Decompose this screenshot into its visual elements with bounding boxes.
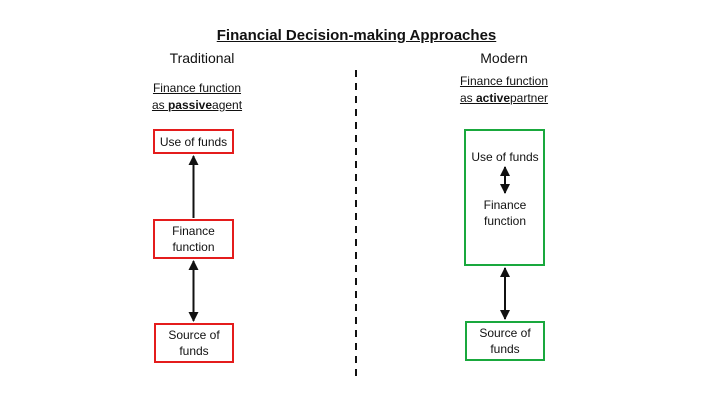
modern-subtitle-prefix: as <box>459 91 476 105</box>
modern-combined-box <box>464 129 545 266</box>
traditional-heading: Traditional <box>169 50 235 66</box>
modern-source-of-funds-box: Source of funds <box>465 321 545 361</box>
traditional-subtitle-prefix: as <box>151 98 168 112</box>
modern-finance-label-line2: function <box>483 214 527 228</box>
traditional-use-of-funds-box: Use of funds <box>153 129 234 154</box>
traditional-finance-label-line1: Finance <box>172 224 215 238</box>
modern-subtitle: Finance function as activepartner <box>424 73 584 107</box>
modern-subtitle-line1: Finance function <box>459 74 549 88</box>
traditional-finance-function-box: Finance function <box>153 219 234 259</box>
diagram-title: Financial Decision-making Approaches <box>216 27 497 44</box>
modern-heading: Modern <box>480 50 528 66</box>
modern-subtitle-bold: active <box>475 91 510 105</box>
traditional-source-label-line1: Source of <box>168 328 220 342</box>
traditional-source-of-funds-box: Source of funds <box>154 323 234 363</box>
modern-source-label-line1: Source of <box>479 326 531 340</box>
modern-use-of-funds-label: Use of funds <box>471 150 539 164</box>
traditional-subtitle-suffix: agent <box>212 98 243 112</box>
modern-subtitle-suffix: partner <box>510 91 549 105</box>
traditional-source-label-line2: funds <box>179 344 209 358</box>
modern-finance-label-line1: Finance <box>483 198 527 212</box>
traditional-use-of-funds-label: Use of funds <box>159 134 228 149</box>
traditional-subtitle-bold: passive <box>167 98 213 112</box>
modern-source-label-line2: funds <box>490 342 520 356</box>
traditional-subtitle: Finance function as passiveagent <box>117 80 277 114</box>
traditional-subtitle-line1: Finance function <box>152 81 242 95</box>
traditional-finance-label-line2: function <box>172 240 215 254</box>
modern-finance-function-label: Finance function <box>465 197 545 229</box>
